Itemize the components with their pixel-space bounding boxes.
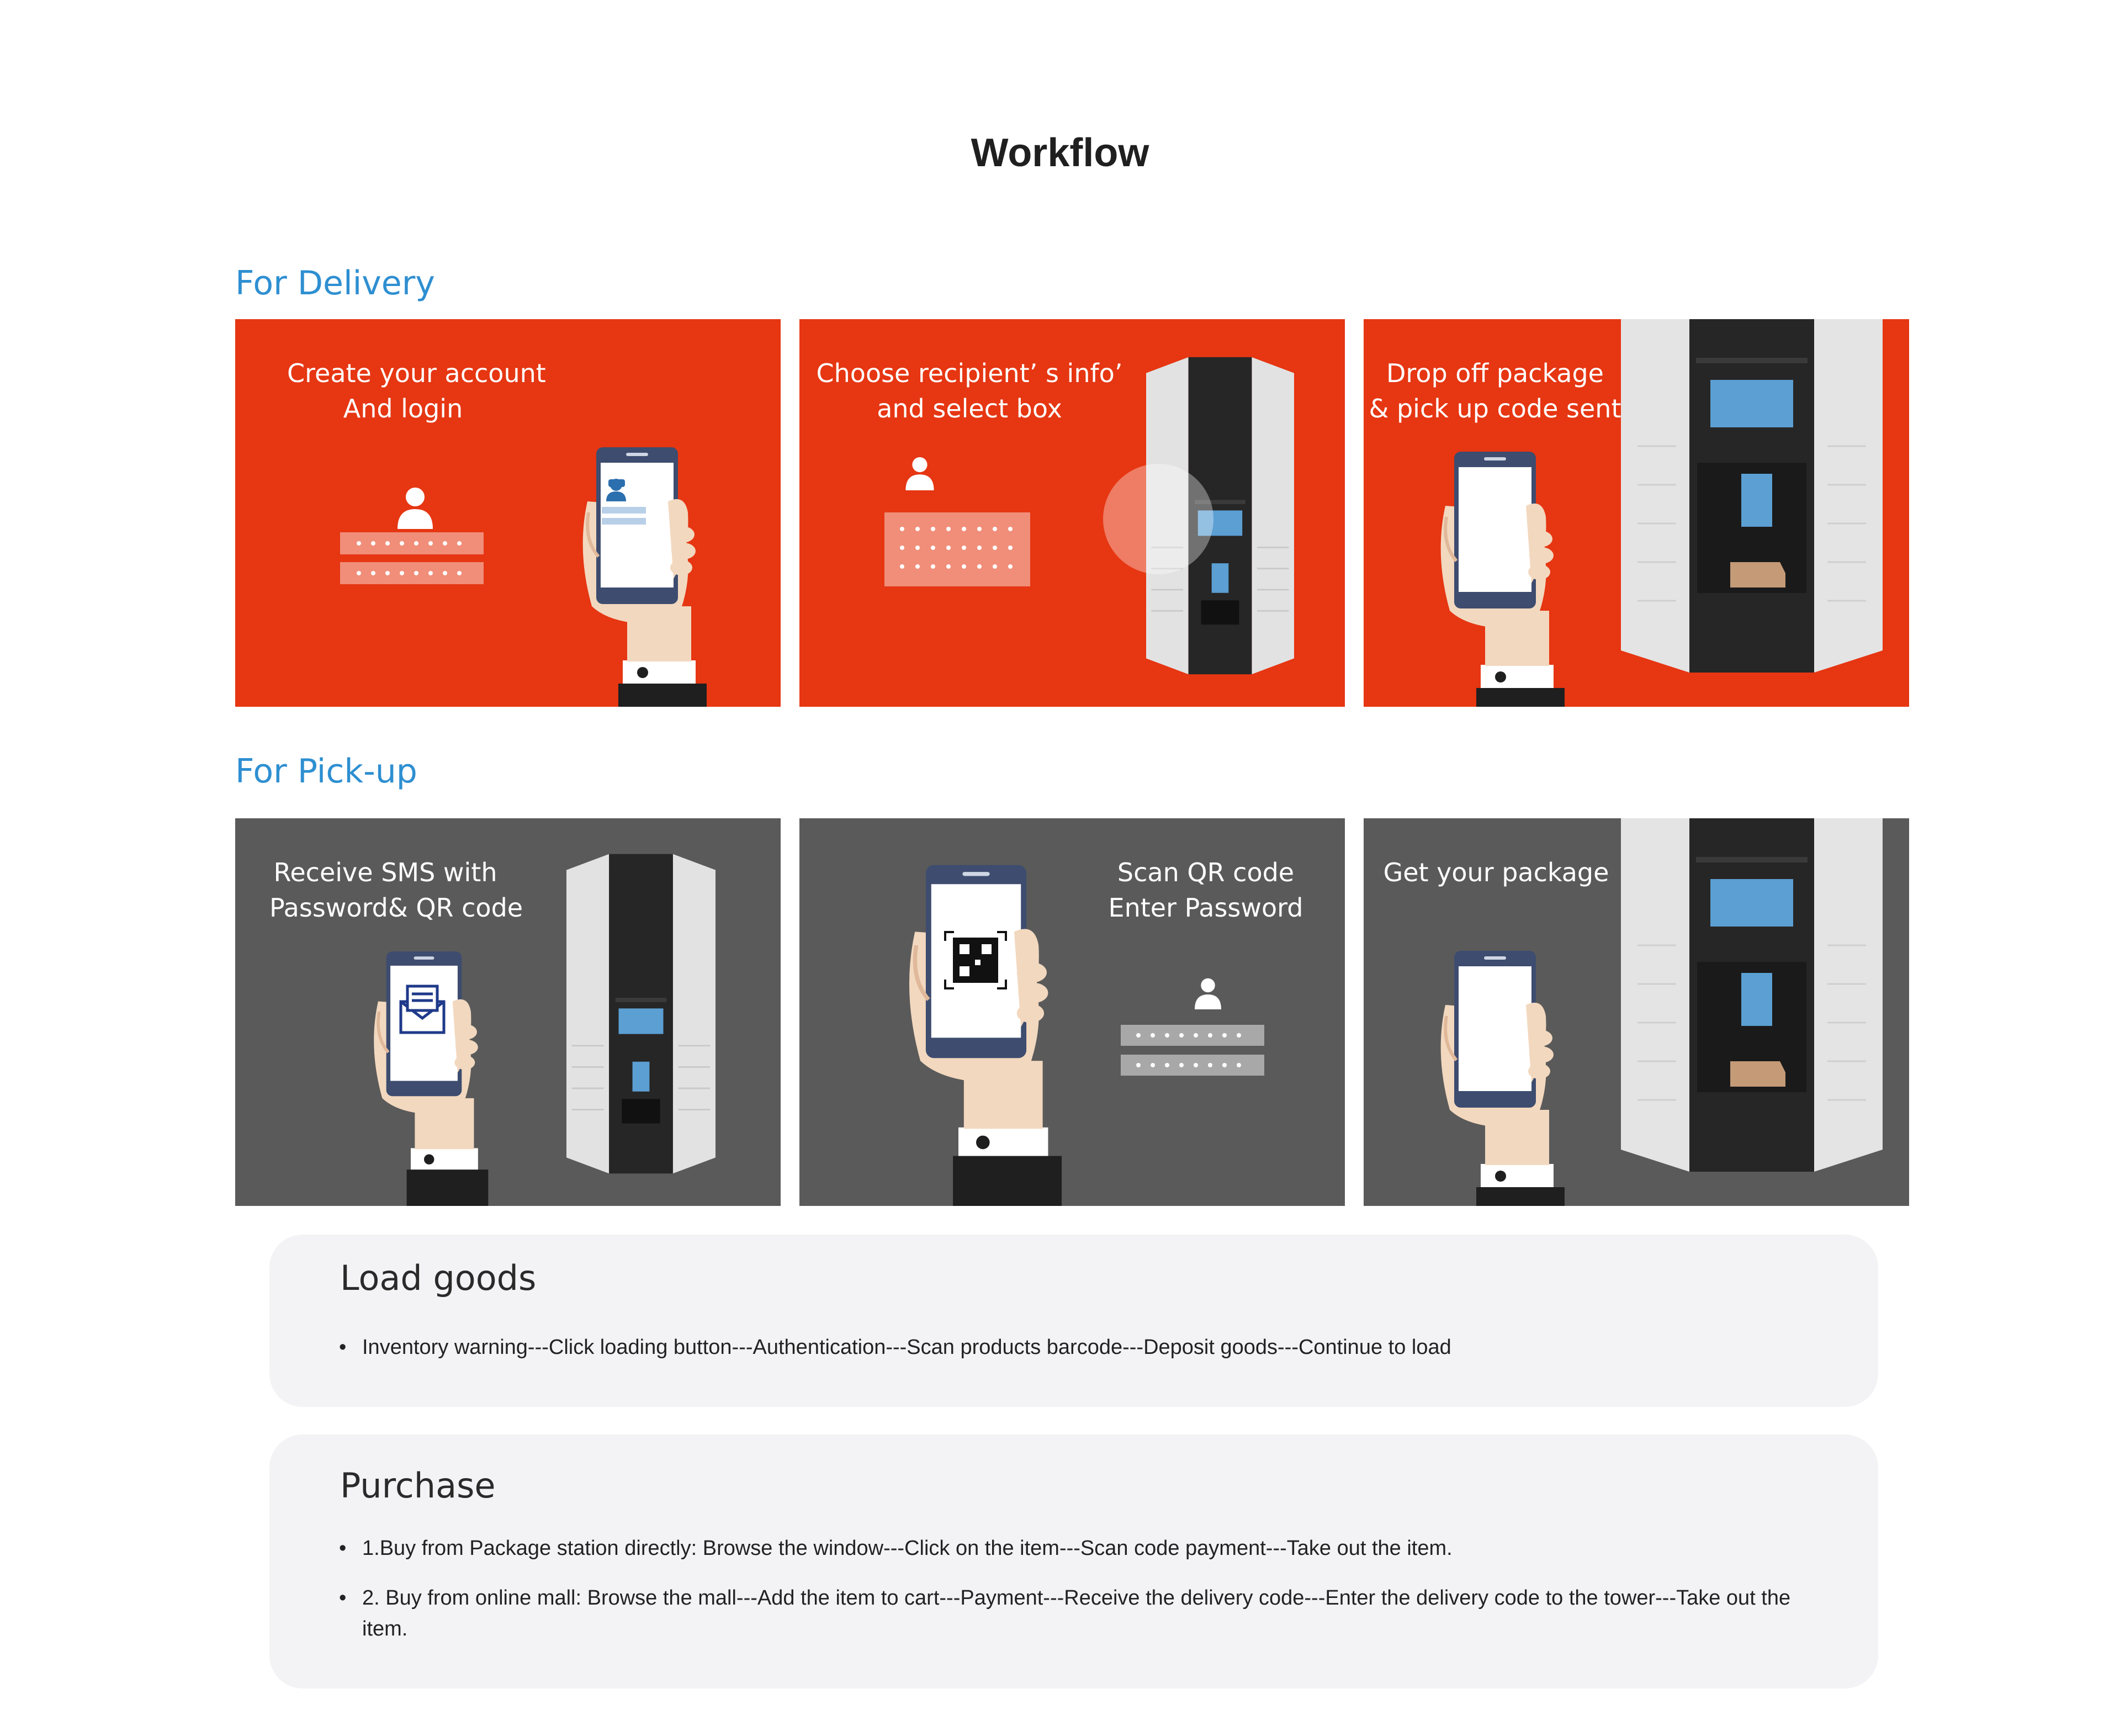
load-goods-list: • Inventory warning---Click loading butt… — [339, 1332, 1806, 1382]
hand-phone-icon — [583, 447, 707, 707]
user-icon — [398, 488, 433, 529]
delivery-step-1: Create your account And login — [235, 319, 781, 707]
step-caption-line2: Enter Password — [1108, 893, 1303, 923]
list-item-text: Inventory warning---Click loading button… — [362, 1336, 1451, 1359]
envelope-icon — [399, 985, 446, 1034]
locker-tower-icon — [566, 853, 716, 1174]
user-icon — [905, 457, 934, 490]
list-item: • 1.Buy from Package station directly: B… — [339, 1533, 1806, 1564]
purchase-list: • 1.Buy from Package station directly: B… — [339, 1533, 1806, 1663]
password-field-illustration — [340, 562, 484, 584]
card-title: Purchase — [340, 1465, 496, 1506]
step-caption-line1: Get your package — [1383, 858, 1609, 887]
bullet: • — [339, 1586, 347, 1610]
bullet: • — [339, 1336, 347, 1359]
step-caption-line1: Scan QR code — [1117, 858, 1295, 887]
step-caption-line2: and select box — [877, 394, 1062, 424]
step-caption-line1: Drop off package — [1386, 358, 1604, 388]
keypad-illustration — [884, 512, 1030, 586]
password-field-illustration — [1121, 1055, 1264, 1076]
pickup-step-3: Get your package — [1364, 818, 1909, 1206]
pickup-step-1: Receive SMS with Password& QR code — [235, 818, 781, 1206]
password-field-illustration — [1121, 1025, 1264, 1046]
pickup-heading: For Pick-up — [235, 752, 417, 791]
hand-phone-icon — [1441, 951, 1565, 1206]
pickup-step-2: Scan QR code Enter Password — [799, 818, 1345, 1206]
step-caption-line2: And login — [343, 394, 463, 424]
load-goods-card: Load goods • Inventory warning---Click l… — [269, 1235, 1878, 1407]
step-caption-line1: Choose recipient’ s info’ — [816, 358, 1123, 388]
highlight-circle — [1103, 464, 1213, 574]
step-caption-line2: & pick up code sent — [1369, 394, 1621, 424]
step-caption-line1: Create your account — [287, 358, 546, 388]
locker-tower-icon — [1621, 818, 1883, 1172]
pickup-row: Receive SMS with Password& QR code — [235, 818, 1909, 1206]
bullet: • — [339, 1537, 347, 1560]
delivery-step-3: Drop off package & pick up code sent — [1364, 319, 1909, 707]
page-title: Workflow — [971, 131, 1149, 175]
delivery-step-2: Choose recipient’ s info’ and select box — [799, 319, 1345, 707]
purchase-card: Purchase • 1.Buy from Package station di… — [269, 1435, 1878, 1689]
qr-code-icon — [944, 931, 1007, 989]
list-item-text: 2. Buy from online mall: Browse the mall… — [362, 1586, 1791, 1640]
list-item-text: 1.Buy from Package station directly: Bro… — [362, 1537, 1453, 1560]
delivery-heading: For Delivery — [235, 264, 435, 303]
card-title: Load goods — [340, 1258, 537, 1298]
list-item: • 2. Buy from online mall: Browse the ma… — [339, 1582, 1806, 1644]
hand-phone-icon — [909, 865, 1062, 1206]
user-icon — [1195, 978, 1221, 1009]
hand-phone-icon — [1441, 452, 1565, 707]
list-item: • Inventory warning---Click loading butt… — [339, 1332, 1806, 1363]
username-field-illustration — [340, 532, 484, 554]
step-caption-line1: Receive SMS with — [273, 858, 497, 887]
locker-tower-icon — [1621, 319, 1883, 673]
step-caption-line2: Password& QR code — [269, 893, 523, 923]
delivery-row: Create your account And login Choose rec… — [235, 319, 1909, 707]
